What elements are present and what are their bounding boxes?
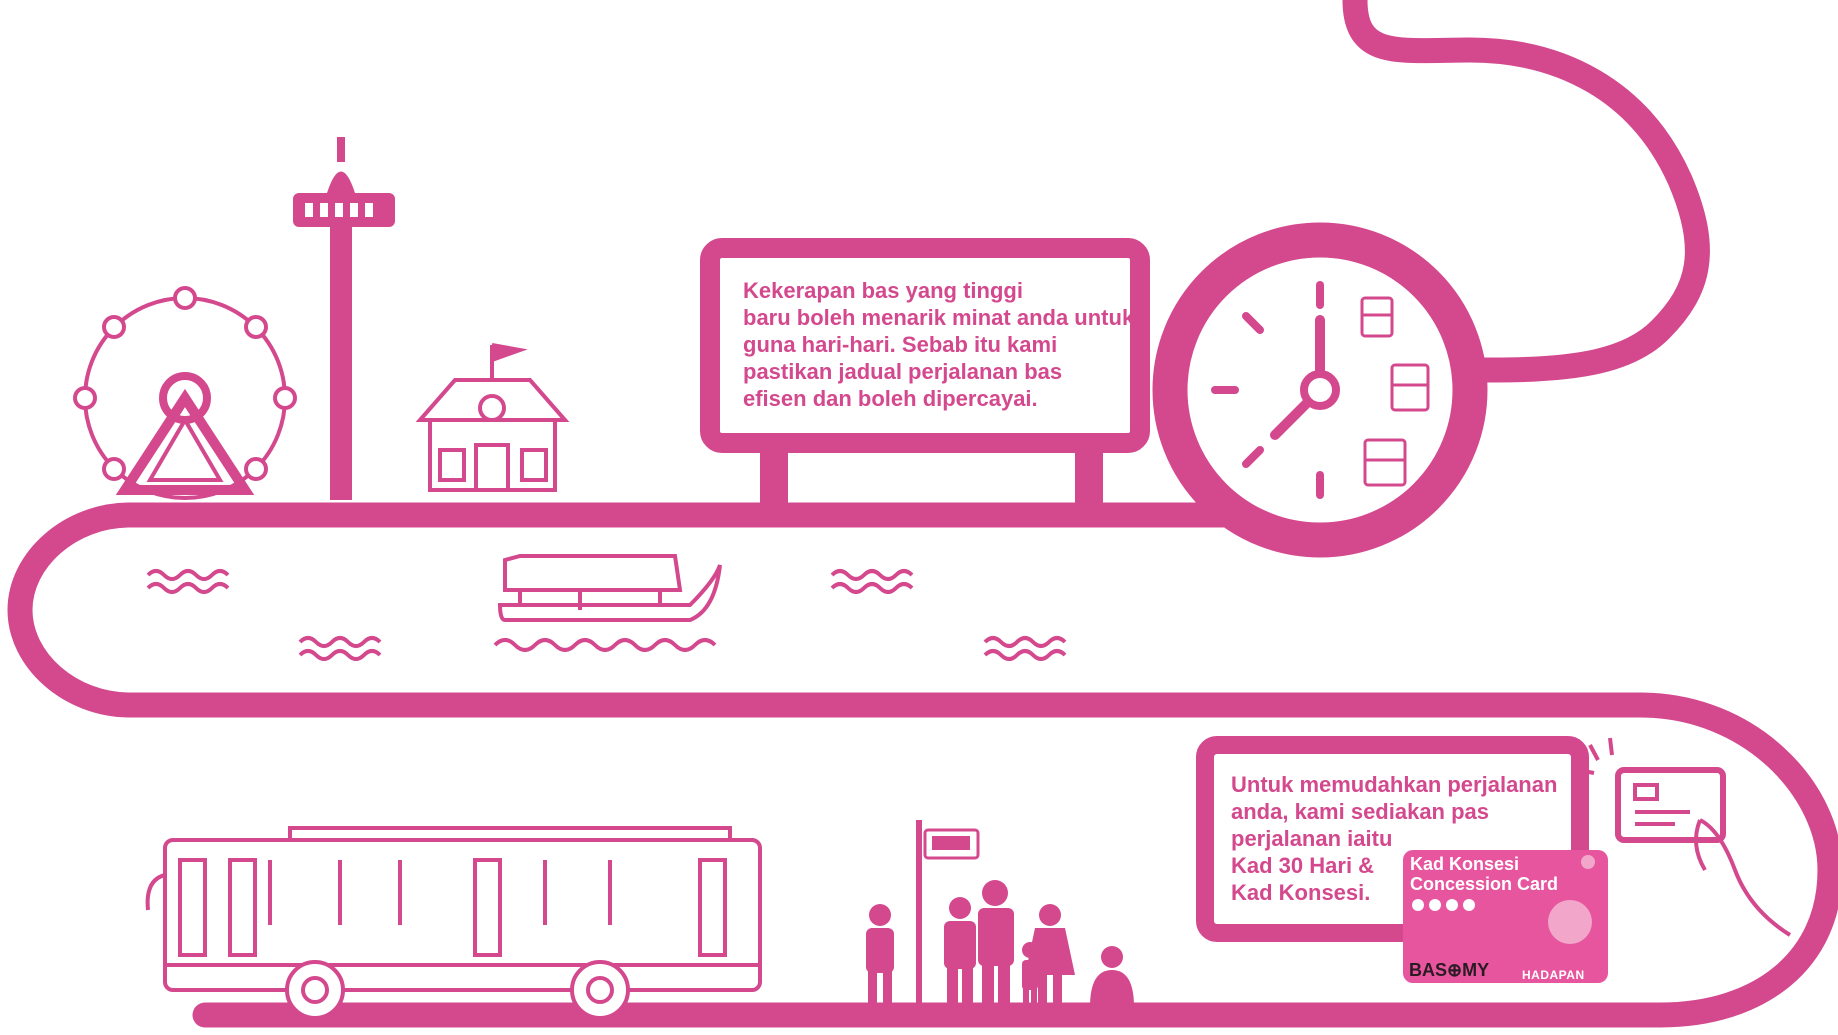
bus-stop-icon [916,820,980,1010]
card-title-line: Concession Card [1410,874,1559,894]
card-title-line: Kad Konsesi [1410,854,1520,874]
brand-mark-icon: ⊕ [1447,960,1463,980]
card-side-label: HADAPAN [1522,968,1585,982]
brand-left: BAS [1409,960,1448,980]
info-line: guna hari-hari. Sebab itu kami [743,332,1058,357]
frequency-info-text: Kekerapan bas yang tinggi baru boleh men… [743,277,1134,412]
info-line: anda, kami sediakan pas [1231,799,1490,824]
wave-icon [146,569,1067,661]
clock-icon [1152,222,1488,558]
info-line: perjalanan iaitu [1231,826,1393,851]
boat-icon [493,554,722,652]
tower-icon [293,137,395,500]
school-building-icon [415,343,570,492]
card-title: Kad Konsesi Concession Card [1410,854,1558,894]
billboard-icon [700,238,1150,505]
pass-info-text: Untuk memudahkan perjalanan anda, kami s… [1231,771,1557,906]
ferris-wheel-icon [73,286,297,500]
billboard-icon [1196,736,1589,942]
info-line: Kekerapan bas yang tinggi [743,278,1023,303]
card-brand: BAS⊕MY [1409,960,1489,981]
concession-card [1403,850,1608,983]
bus-icon [145,826,762,1020]
info-line: pastikan jadual perjalanan bas [743,359,1063,384]
card-hand-icon [1577,737,1792,937]
brand-right: MY [1462,960,1490,980]
info-line: baru boleh menarik minat anda untuk [743,305,1135,330]
info-line: efisen dan boleh dipercayai. [743,386,1038,411]
info-line: Kad 30 Hari & [1231,853,1375,878]
people-icon [866,880,1134,1007]
info-line: Untuk memudahkan perjalanan [1231,772,1558,797]
bus-icon [1360,296,1430,487]
info-line: Kad Konsesi. [1231,880,1371,905]
